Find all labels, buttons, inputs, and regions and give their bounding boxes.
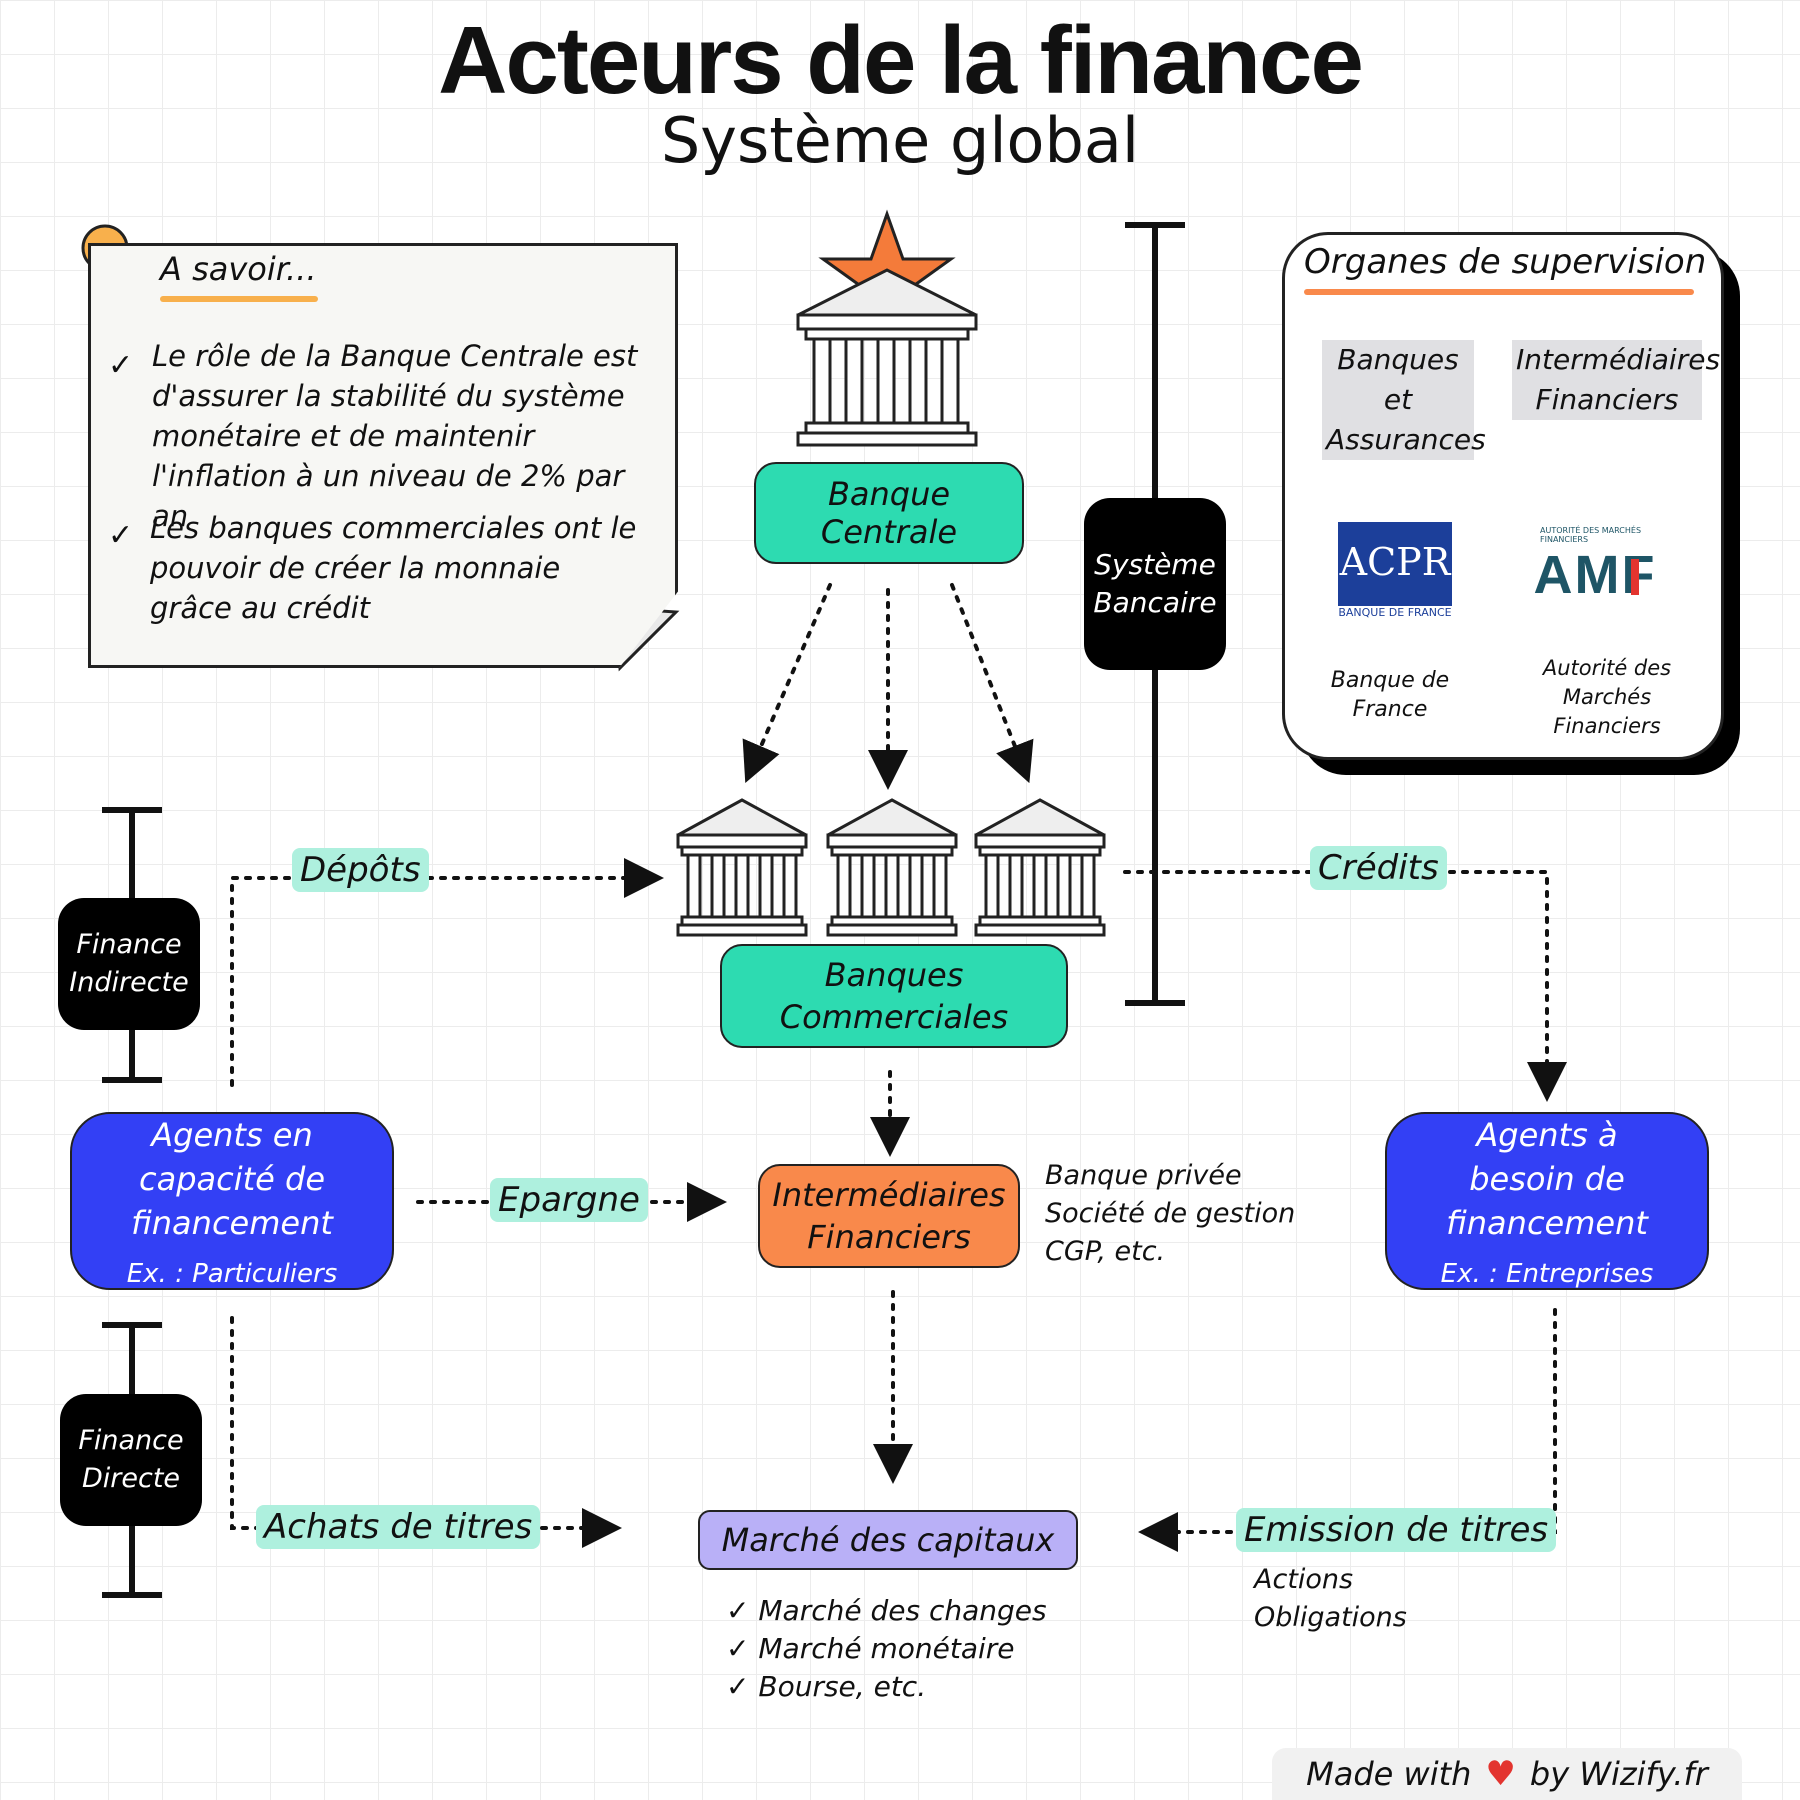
commercial-bank-icon-2 <box>826 798 958 937</box>
check-icon: ✓ <box>726 1632 759 1665</box>
emission-item-1: Actions <box>1254 1564 1354 1595</box>
arrow-achats <box>230 1316 622 1548</box>
supervision-label-banques: Banques et Assurances <box>1322 340 1486 460</box>
check-icon: ✓ <box>726 1670 759 1703</box>
agents-capacite-title: Agents en capacité de financement <box>131 1116 333 1242</box>
agents-capacite-node[interactable]: Agents en capacité de financement Ex. : … <box>70 1112 394 1290</box>
marche-item-2: ✓ Marché monétaire <box>726 1632 1015 1665</box>
supervision-label-intermediaires: Intermédiaires Financiers <box>1512 340 1720 420</box>
arrow-bc-to-bank3 <box>950 583 1034 784</box>
amf-caption: Autorité des Marchés Financiers <box>1542 656 1672 738</box>
arrow-depots <box>230 858 664 1087</box>
finance-directe-label: Finance Directe <box>60 1394 202 1526</box>
finance-indirecte-label: Finance Indirecte <box>58 898 200 1030</box>
note-heading: A savoir... <box>160 250 317 288</box>
banque-centrale-node[interactable]: Banque Centrale <box>754 462 1024 564</box>
heart-icon: ♥ <box>1485 1754 1516 1794</box>
banques-commerciales-node[interactable]: Banques Commerciales <box>720 944 1068 1048</box>
acpr-logo-sub: BANQUE DE FRANCE <box>1332 606 1458 619</box>
amf-logo: AMF <box>1533 545 1657 605</box>
agents-capacite-example: Ex. : Particuliers <box>126 1259 338 1289</box>
intermediaires-example-3: CGP, etc. <box>1045 1236 1166 1267</box>
page-title: Acteurs de la finance <box>438 7 1364 114</box>
amf-logo-accent <box>1631 559 1639 595</box>
supervision-heading: Organes de supervision <box>1304 242 1707 282</box>
arrow-emission <box>1138 1308 1557 1552</box>
acpr-caption: Banque de France <box>1330 668 1450 722</box>
central-bank-icon <box>796 209 978 447</box>
marche-item-3-label: Bourse, etc. <box>758 1670 927 1703</box>
flow-label-emission: Emission de titres <box>1236 1508 1557 1552</box>
intermediaires-example-2: Société de gestion <box>1045 1198 1296 1229</box>
supervision-panel <box>1282 232 1724 760</box>
note-heading-underline <box>160 296 318 302</box>
agents-besoin-example: Ex. : Entreprises <box>1440 1259 1654 1289</box>
intermediaires-example-1: Banque privée <box>1045 1160 1242 1191</box>
arrow-credits <box>1123 870 1567 1102</box>
footer-by[interactable]: by Wizify.fr <box>1529 1755 1708 1793</box>
flow-label-credits: Crédits <box>1310 846 1447 890</box>
commercial-bank-icon-3 <box>974 798 1106 937</box>
commercial-bank-icon-1 <box>676 798 808 937</box>
agents-besoin-title: Agents à besoin de financement <box>1446 1116 1648 1242</box>
flow-label-epargne: Epargne <box>490 1178 648 1222</box>
amf-logo-small: AUTORITÉ DES MARCHÉS FINANCIERS <box>1540 526 1642 544</box>
check-icon: ✓ <box>108 348 134 383</box>
check-icon: ✓ <box>108 518 134 553</box>
page-subtitle: Système global <box>660 104 1140 177</box>
flow-label-achats: Achats de titres <box>256 1505 541 1549</box>
flow-label-depots: Dépôts <box>292 848 429 892</box>
note-card <box>88 243 678 668</box>
acpr-logo-text: ACPR <box>1339 540 1451 584</box>
acpr-logo: ACPR <box>1338 522 1452 614</box>
emission-item-2: Obligations <box>1254 1602 1407 1633</box>
intermediaires-node[interactable]: Intermédiaires Financiers <box>758 1164 1020 1268</box>
marche-item-1: ✓ Marché des changes <box>726 1594 1047 1627</box>
marche-capitaux-node[interactable]: Marché des capitaux <box>698 1510 1078 1570</box>
marche-item-2-label: Marché monétaire <box>758 1632 1015 1665</box>
supervision-heading-underline <box>1304 289 1694 295</box>
note-item-2: Les banques commerciales ont le pouvoir … <box>150 511 637 625</box>
note-item-1: Le rôle de la Banque Centrale est d'assu… <box>152 339 638 533</box>
footer-made-with: Made with <box>1306 1755 1472 1793</box>
check-icon: ✓ <box>726 1594 759 1627</box>
marche-item-3: ✓ Bourse, etc. <box>726 1670 926 1703</box>
footer-badge: Made with ♥ by Wizify.fr <box>1272 1748 1742 1800</box>
arrow-bc-to-bank1 <box>742 583 832 784</box>
agents-besoin-node[interactable]: Agents à besoin de financement Ex. : Ent… <box>1385 1112 1709 1290</box>
marche-item-1-label: Marché des changes <box>758 1594 1047 1627</box>
systeme-bancaire-label: Système Bancaire <box>1084 498 1226 670</box>
